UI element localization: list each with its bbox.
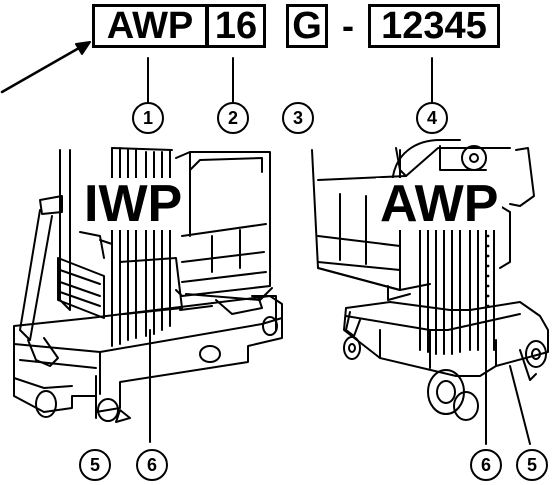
serial-height-box: 16 xyxy=(206,4,266,48)
callout-1: 1 xyxy=(132,102,164,134)
serial-dash: - xyxy=(342,5,354,46)
awp-machine-drawing xyxy=(311,139,549,445)
callout-left-6: 6 xyxy=(136,449,168,481)
callout-4: 4 xyxy=(416,102,448,134)
callout-right-5: 5 xyxy=(516,449,548,481)
callout-left-5: 5 xyxy=(79,449,111,481)
pointer-arrow-icon xyxy=(0,41,91,94)
serial-number-box: 12345 xyxy=(368,4,500,48)
awp-label: AWP xyxy=(376,178,503,230)
mast-holes xyxy=(486,234,490,308)
callout-2: 2 xyxy=(217,102,249,134)
serial-power-box: G xyxy=(286,4,328,48)
iwp-label: IWP xyxy=(80,178,187,230)
serial-model-box: AWP xyxy=(92,4,208,48)
callout-3: 3 xyxy=(282,102,314,134)
callout-right-6: 6 xyxy=(470,449,502,481)
